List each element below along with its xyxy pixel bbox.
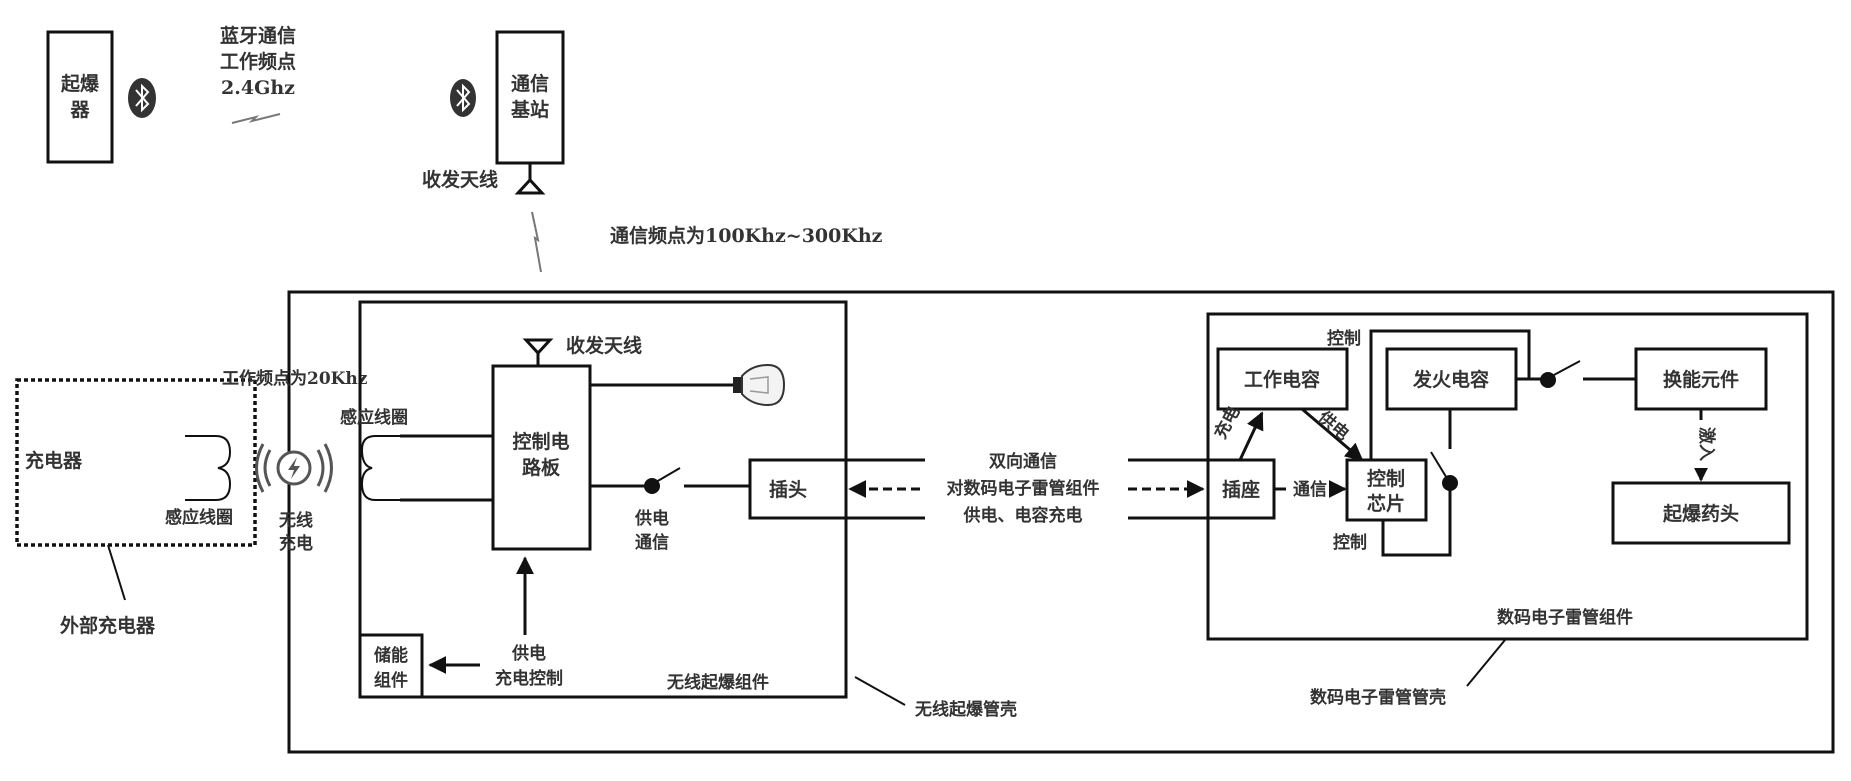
primer-box — [1611, 481, 1791, 545]
light-bulb-icon — [733, 363, 786, 407]
switch-icon — [1430, 451, 1449, 481]
work-freq-label: 工作频点为20Khz — [222, 368, 368, 389]
module-antenna-label: 收发天线 — [566, 334, 642, 357]
control-board-label-2: 路板 — [522, 456, 561, 479]
charger-leader-line — [107, 544, 126, 601]
external-charger: 充电器 感应线圈 外部充电器 — [15, 378, 257, 637]
bluetooth-label-3: 2.4Ghz — [221, 77, 295, 99]
detonator-box — [46, 30, 114, 164]
detonator-label-2: 器 — [69, 99, 90, 121]
comm-freq-label: 通信频点为100Khz~300Khz — [610, 224, 883, 247]
transducer-label: 换能元件 — [1663, 368, 1739, 391]
wireless-signal-icon — [531, 211, 542, 273]
charger-coil-icon — [185, 435, 232, 501]
wireless-charge-label-2: 充电 — [279, 533, 313, 554]
wireless-charging-icon — [255, 443, 333, 493]
excite-label: 激入 — [1696, 427, 1717, 461]
power-charge-ctrl-label-1: 供电 — [511, 643, 546, 664]
module-coil-label: 感应线圈 — [340, 407, 408, 428]
socket-label: 插座 — [1222, 478, 1260, 501]
plug-box — [748, 458, 848, 520]
component-label: 数码电子雷管组件 — [1497, 607, 1633, 628]
detonator-device: 起爆 器 — [46, 30, 114, 164]
wireless-signal-icon — [231, 113, 281, 124]
bluetooth-icon — [450, 79, 476, 117]
control-chip-label-1: 控制 — [1367, 467, 1405, 490]
control-board-box — [491, 364, 592, 551]
control-chip-label-2: 芯片 — [1367, 492, 1405, 515]
antenna-icon — [522, 338, 554, 356]
plug-label: 插头 — [769, 479, 807, 501]
power-comm-label-1: 供电 — [634, 508, 669, 529]
base-station-label-2: 基站 — [510, 98, 549, 121]
antenna-icon — [514, 177, 546, 195]
bluetooth-icon — [128, 78, 156, 118]
control-chip-box — [1345, 458, 1428, 522]
work-cap-box — [1216, 347, 1349, 411]
charger-label: 充电器 — [25, 449, 83, 472]
digital-shell-label: 数码电子雷管管壳 — [1310, 687, 1446, 708]
shell-leader-line — [854, 676, 906, 706]
primer-label: 起爆药头 — [1662, 502, 1739, 525]
wireless-shell-label: 无线起爆管壳 — [914, 699, 1017, 720]
work-cap-label: 工作电容 — [1244, 368, 1320, 391]
control-line-top — [1369, 329, 1531, 460]
storage-label-2: 组件 — [374, 670, 408, 691]
socket-box — [1206, 458, 1276, 520]
base-antenna-label: 收发天线 — [422, 168, 498, 191]
power-comm-label-2: 通信 — [635, 532, 669, 553]
charger-coil-label: 感应线圈 — [165, 507, 233, 528]
control-board-label-1: 控制电 — [512, 430, 569, 453]
storage-label-1: 储能 — [374, 645, 408, 666]
bluetooth-label-1: 蓝牙通信 — [220, 24, 296, 47]
link-label-1: 双向通信 — [989, 451, 1057, 472]
base-station: 通信 基站 收发天线 — [422, 30, 565, 195]
switch-icon — [655, 467, 681, 483]
control-line-bottom — [1381, 483, 1452, 557]
bluetooth-label-2: 工作频点 — [220, 50, 296, 73]
shell-leader-line — [1466, 639, 1506, 687]
switch-icon — [1551, 360, 1581, 377]
supply-arrow — [1301, 407, 1364, 462]
charger-dashed-box — [15, 378, 257, 547]
external-charger-label: 外部充电器 — [60, 614, 156, 637]
bluetooth-freq-label: 蓝牙通信 工作频点 2.4Ghz — [220, 24, 296, 99]
supply-label: 供电 — [1313, 406, 1353, 445]
base-station-box — [495, 30, 565, 165]
charge-arrow — [1238, 411, 1264, 461]
module-label: 无线起爆组件 — [666, 672, 769, 693]
comm-label: 通信 — [1293, 479, 1327, 500]
wireless-charge-label-1: 无线 — [278, 510, 313, 531]
base-station-label-1: 通信 — [511, 72, 549, 95]
module-coil-icon — [360, 435, 400, 501]
storage-box — [358, 633, 424, 699]
transducer-box — [1634, 347, 1768, 411]
control-bottom-label: 控制 — [1333, 532, 1367, 553]
detonator-label-1: 起爆 — [60, 73, 100, 95]
link-label-2: 对数码电子雷管组件 — [947, 478, 1100, 499]
control-top-label: 控制 — [1327, 328, 1361, 349]
power-charge-ctrl-label-2: 充电控制 — [495, 668, 563, 689]
fire-cap-label: 发火电容 — [1412, 368, 1489, 391]
outer-shell-box — [287, 290, 1835, 754]
link-label-3: 供电、电容充电 — [963, 505, 1083, 526]
